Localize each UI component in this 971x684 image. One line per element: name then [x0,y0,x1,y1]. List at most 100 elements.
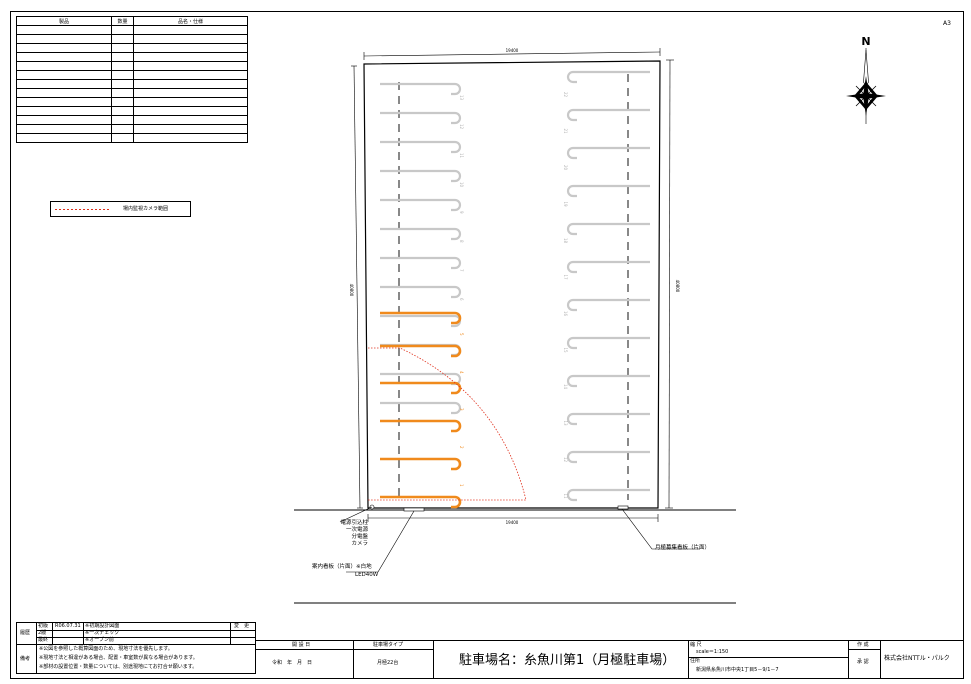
stall-marker [380,285,462,299]
camera-range-area [368,347,527,501]
stall-number: 16 [563,311,568,317]
power-annotation: 電源引込柱 一次電源 分電盤 カメラ [296,520,368,548]
stall-marker [380,311,462,325]
parking-type-cell: 駐車場タイプ 月極22台 [353,641,434,679]
revision-ver: 初版 [38,623,49,629]
power-line-3: 分電盤 [351,534,368,540]
stall-marker [380,381,462,395]
stall-number: 10 [459,182,464,188]
title-block: 開 設 日 令和 年 月 日 駐車場タイプ 月極22台 駐車場名：糸魚川第1（月… [256,640,964,679]
stall-number: 21 [563,129,568,135]
power-line-4: カメラ [351,541,368,547]
open-date-value: 令和 年 月 日 [272,660,313,666]
stall-number: 5 [459,333,464,336]
revision-note: ※初期設計図面 [85,623,120,629]
parking-name: 駐車場名：糸魚川第1（月極駐車場） [459,653,676,668]
revision-col-header: 変 [234,623,240,629]
address-value: 新潟県糸魚川市中央1丁目5－9/1－7 [696,667,779,673]
stall-number: 11 [459,153,464,159]
sheet-size-label: A3 [943,20,951,27]
north-arrow-icon [846,48,886,124]
site-boundary [363,60,661,509]
dim-bottom: 19400 [506,520,519,525]
stall-number: 13 [459,95,464,101]
north-label: N [861,35,870,48]
stall-marker [566,450,650,464]
drawing-frame [10,11,964,679]
stall-marker [566,336,650,350]
stall-marker [380,344,462,358]
stall-number: 18 [563,238,568,244]
open-date-cell: 開 設 日 令和 年 月 日 [256,641,354,679]
parking-type-value: 月極22台 [377,660,399,666]
stall-marker [380,82,462,96]
scale-value: scale＝1:150 [696,649,729,655]
scale-address-cell: 縮 尺 scale＝1:150 住所 新潟県糸魚川市中央1丁目5－9/1－7 [688,641,849,679]
revision-col-header: 更 [244,623,250,629]
product-table: 製品 数量 品名・仕様 [16,16,248,143]
stall-marker [566,412,650,426]
stall-number: 7 [459,269,464,272]
dimension-lines [351,48,674,522]
note-line-1: ※公図を参照した概算図面のため、現地寸法を優先します。 [39,646,173,652]
camera-range-line-icon [55,209,111,210]
dim-right: 40800 [675,280,680,293]
guide-board-led: LED40W [355,572,379,578]
revision-row-1: 初版 R06.07.31 ※初期設計図面 変 更 [36,623,255,631]
parking-stalls [380,70,650,509]
stall-marker [566,488,650,502]
notes-block: 備考 ※公図を参照した概算図面のため、現地寸法を優先します。 ※現地寸法と相違が… [16,644,256,674]
product-table-body [16,25,248,143]
stall-marker [380,198,462,212]
stall-marker [380,140,462,154]
revision-block: 履歴 初版 R06.07.31 ※初期設計図面 変 更 2版 ※一次チェック 最… [16,622,256,645]
power-line-2: 一次電源 [345,527,368,533]
stall-marker [566,222,650,236]
stall-number: 8 [459,240,464,243]
dim-top: 19400 [506,48,519,53]
stall-marker [380,227,462,241]
stall-number: 15 [563,348,568,354]
stall-marker [380,419,462,433]
revision-date: R06.07.31 [55,623,81,629]
table-row [16,133,248,143]
note-line-2: ※現地寸法と相違がある場合、配置・車室数が異なる場合があります。 [39,655,198,661]
note-line-3: ※部材の設置位置・数量については、別途現地にてお打合せ願います。 [39,664,198,670]
stall-number: 9 [459,211,464,214]
revision-ver: 2版 [38,630,47,636]
dim-left: 40800 [349,284,354,297]
revision-row-3: 最終 ※オープン前 [36,637,255,644]
stall-number: 20 [563,165,568,171]
revision-side-label: 履歴 [20,630,31,636]
stall-number: 11 [563,494,568,500]
stall-number: 22 [563,92,568,98]
stall-marker [566,298,650,312]
stall-number: 19 [563,202,568,208]
revision-note: ※一次チェック [85,630,120,636]
author-label: 作 成 [857,642,869,648]
power-line-1: 電源引込柱 [340,520,368,526]
stall-marker [566,184,650,198]
guide-board-marker [403,507,425,512]
legend-camera-label: 場内監視カメラ範囲 [123,206,169,212]
revision-note: ※オープン前 [85,637,114,643]
stall-marker [566,146,650,160]
stall-marker [566,70,650,84]
stall-number: 17 [563,275,568,281]
open-date-label: 開 設 日 [292,642,311,648]
approver-label: 承 認 [857,659,869,665]
stall-number: 3 [459,408,464,411]
stall-number: 13 [563,421,568,427]
monthly-board-marker [617,505,629,510]
monthly-board-label: 月極募集看板（片面） [655,545,711,551]
revision-row-2: 2版 ※一次チェック [36,630,255,638]
scale-label: 縮 尺 [690,642,702,648]
notes-side-label: 備考 [20,656,31,662]
stall-marker [380,314,462,328]
address-label: 住所 [690,658,701,664]
stall-number: 12 [563,457,568,463]
stall-number: 4 [459,371,464,374]
stall-numbers: 1234522212019181716151413121113121110987… [459,92,568,499]
guide-board-label: 案内看板（片面）※白地 [312,564,372,570]
stall-marker [380,495,462,509]
